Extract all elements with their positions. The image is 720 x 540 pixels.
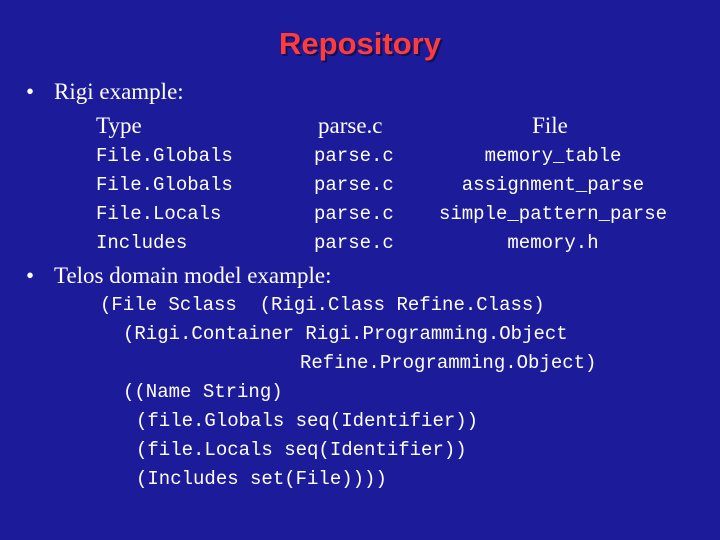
table-header-file: File — [532, 113, 568, 138]
table-cell: assignment_parse — [461, 174, 645, 196]
bullet-text: Rigi example: — [54, 79, 184, 104]
table-cell: Includes — [96, 232, 188, 254]
bullet-marker: • — [26, 79, 35, 104]
code-line: (File Sclass (Rigi.Class Refine.Class) — [100, 294, 545, 316]
table-cell: memory_table — [484, 145, 622, 167]
table-cell: File.Locals — [96, 203, 222, 225]
table-cell: File.Globals — [96, 145, 233, 167]
code-line: (file.Globals seq(Identifier)) — [136, 410, 479, 432]
table-cell: memory.h — [507, 232, 599, 254]
code-line: (Includes set(File)))) — [136, 468, 387, 490]
table-cell: parse.c — [314, 174, 394, 196]
table-cell: simple_pattern_parse — [438, 203, 668, 225]
table-cell: File.Globals — [96, 174, 233, 196]
code-line: ((Name String) — [123, 381, 283, 403]
bullet-marker: • — [26, 263, 35, 288]
code-line: (Rigi.Container Rigi.Programming.Object — [123, 323, 568, 345]
code-line: (file.Locals seq(Identifier)) — [136, 439, 467, 461]
table-cell: parse.c — [314, 145, 394, 167]
bullet-rigi-example: • Rigi example: — [26, 79, 184, 105]
table-cell: parse.c — [314, 232, 394, 254]
slide-title: Repository — [279, 26, 441, 61]
table-header-type: Type — [96, 113, 142, 138]
bullet-text: Telos domain model example: — [54, 263, 332, 288]
table-header-parse: parse.c — [318, 113, 383, 138]
code-line: Refine.Programming.Object) — [300, 352, 597, 374]
bullet-telos-example: • Telos domain model example: — [26, 263, 332, 289]
table-cell: parse.c — [314, 203, 394, 225]
